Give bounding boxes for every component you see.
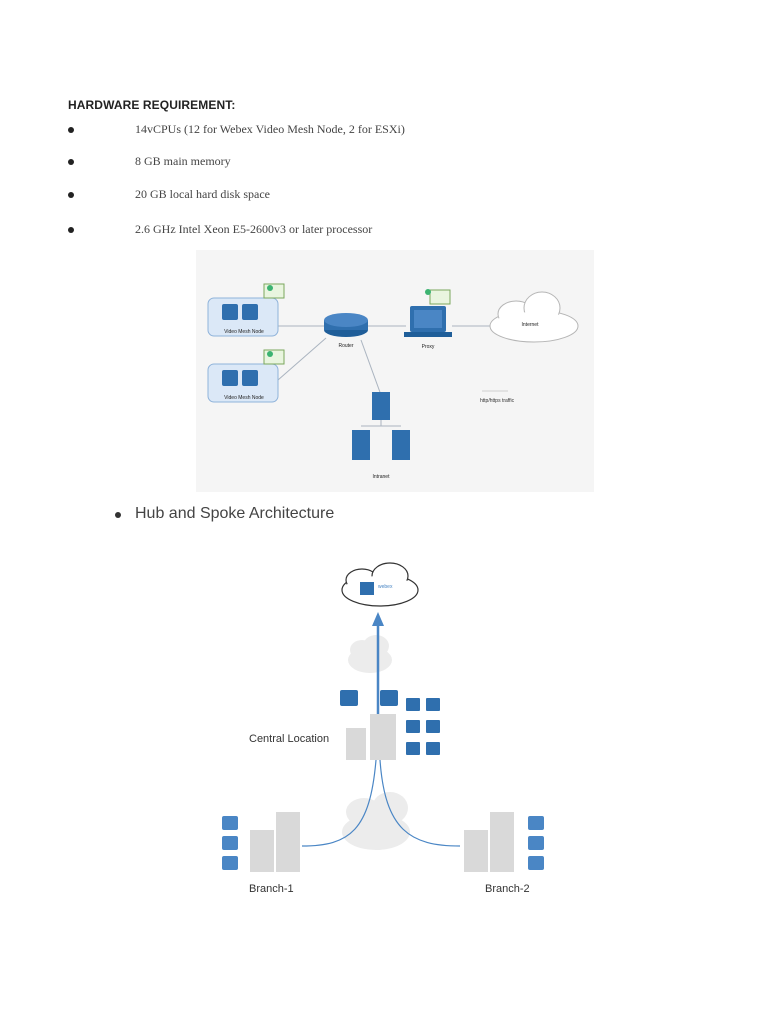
requirement-text: 8 GB main memory [135,154,231,168]
router-icon [324,313,368,337]
webex-cloud-icon [341,562,419,607]
network-diagram: Video Mesh Node Video Mesh Node Router P… [196,250,594,492]
key-icon [267,351,273,357]
bullet-icon [68,227,74,233]
bullet-icon [68,127,74,133]
people-icon [222,370,238,386]
middle-cloud-icon [348,635,392,673]
proxy-icon [404,289,452,337]
requirement-item: 14vCPUs (12 for Webex Video Mesh Node, 2… [68,122,668,138]
video-mesh-node-2 [207,349,285,403]
arrow-head-icon [372,612,384,626]
hub-spoke-heading: Hub and Spoke Architecture [135,505,335,522]
network-links [277,325,490,396]
bullet-icon [68,192,74,198]
requirement-text: 14vCPUs (12 for Webex Video Mesh Node, 2… [135,122,405,136]
people-icon [360,582,374,595]
people-icon [222,304,238,320]
people-icon [242,304,258,320]
intranet-servers-icon [352,392,410,460]
network-diagram-svg: Video Mesh Node Video Mesh Node Router P… [207,283,579,480]
certificate-icon [429,289,451,305]
router-label: Router [338,343,353,349]
branch-2-building-icon [464,812,514,872]
spoke-link-branch-2 [379,759,461,847]
intranet-label: Intranet [373,474,391,480]
central-people-icons [340,690,440,755]
proxy-label: Proxy [422,344,435,350]
certificate-icon [263,283,285,299]
internet-label: Internet [522,322,540,328]
spoke-link-branch-1 [301,759,377,847]
branch-1-label: Branch-1 [249,883,294,895]
key-icon [267,285,273,291]
bullet-icon [68,159,74,165]
branch-2-device-icons [528,816,544,870]
requirement-item: 2.6 GHz Intel Xeon E5-2600v3 or later pr… [68,222,668,238]
internet-cloud-icon [489,291,579,343]
branch-1-building-icon [250,812,300,872]
requirement-item: 8 GB main memory [68,154,668,170]
hub-spoke-diagram-svg: webex [222,562,544,872]
webex-logo-text: webex [378,584,393,590]
hub-spoke-diagram: webex [210,560,570,910]
requirement-text: 20 GB local hard disk space [135,187,270,201]
node-label-1: Video Mesh Node [224,329,264,335]
traffic-label: http/https traffic [480,398,515,404]
bullet-icon [115,512,121,518]
central-location-label: Central Location [249,733,330,745]
node-label-2: Video Mesh Node [224,395,264,401]
central-building-icon [346,714,396,760]
wan-cloud-icon [342,792,410,850]
certificate-icon [263,349,285,365]
page-heading: HARDWARE REQUIREMENT: [68,98,236,112]
branch-1-device-icons [222,816,238,870]
key-icon [425,289,431,295]
branch-2-label: Branch-2 [485,883,530,895]
requirement-item: 20 GB local hard disk space [68,187,668,203]
requirement-text: 2.6 GHz Intel Xeon E5-2600v3 or later pr… [135,222,373,236]
people-icon [242,370,258,386]
video-mesh-node-1 [207,283,285,337]
